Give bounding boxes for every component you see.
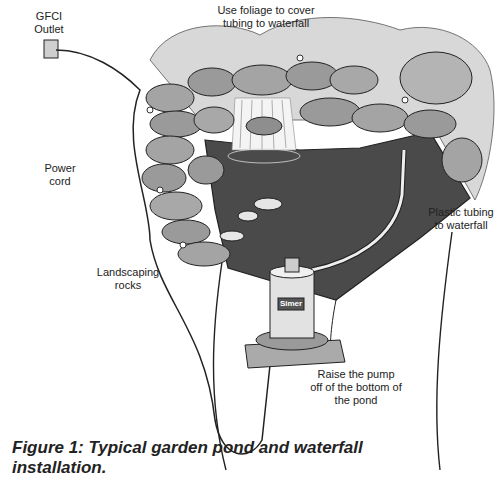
rock	[142, 164, 186, 192]
rock	[400, 52, 472, 104]
rock	[188, 68, 236, 96]
rock	[194, 107, 234, 133]
flower	[147, 107, 153, 113]
rock	[300, 98, 360, 126]
callout-label: GFCI Outlet	[28, 10, 70, 36]
callout-label: Power cord	[40, 162, 80, 188]
rock	[162, 220, 210, 244]
callout-label: Landscaping rocks	[92, 266, 164, 292]
callout-label: Use foliage to cover tubing to waterfall	[205, 4, 327, 30]
callout-label: Raise the pump off of the bottom of the …	[310, 368, 402, 407]
waterfall	[232, 98, 296, 150]
rock	[286, 62, 338, 90]
rock	[150, 111, 202, 137]
rock	[404, 110, 456, 138]
flower	[180, 242, 186, 248]
waterfall-streams	[240, 100, 286, 150]
pump-handle	[285, 258, 299, 272]
lily-pad	[238, 211, 258, 221]
flower	[402, 97, 408, 103]
rock	[442, 138, 482, 182]
plastic-tubing	[312, 150, 404, 270]
ripple	[228, 149, 300, 163]
figure-caption: Figure 1: Typical garden pond and waterf…	[12, 438, 422, 478]
gfci-outlet	[44, 40, 58, 58]
earth-line	[437, 232, 452, 470]
rock	[146, 136, 194, 164]
power-cord	[56, 50, 270, 454]
rock	[330, 66, 378, 94]
callout-label: Simer	[278, 298, 304, 310]
flower	[297, 55, 303, 61]
lily-pad	[254, 198, 282, 210]
flower	[157, 187, 163, 193]
pump-badge	[278, 298, 304, 310]
rock	[352, 104, 408, 132]
rock	[146, 84, 194, 112]
callout-label: Plastic tubing to waterfall	[428, 206, 494, 232]
plastic-tubing-inner	[312, 150, 404, 270]
rock	[246, 117, 282, 135]
rock	[188, 156, 224, 184]
lily-pad	[220, 231, 244, 241]
rock	[150, 192, 202, 220]
pump-body	[270, 272, 314, 338]
rock	[232, 65, 292, 95]
rock	[178, 242, 230, 266]
